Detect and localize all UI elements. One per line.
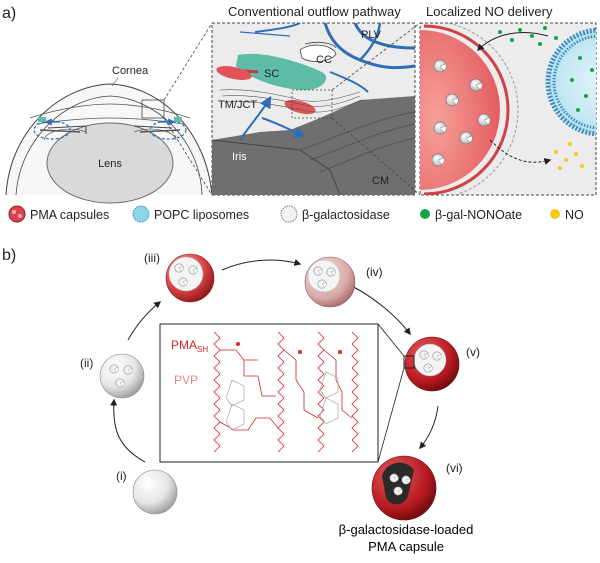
panel-a-label: a) <box>2 5 16 22</box>
step-iii-label: (iii) <box>144 251 160 265</box>
outflow-pathway-inset: Conventional outflow pathway PLV CC SC T… <box>211 4 421 196</box>
step-iv-label: (iv) <box>366 265 383 279</box>
step-vi-capsule: (vi) <box>371 455 463 521</box>
step-vi-label: (vi) <box>446 461 463 475</box>
step-ii-capsule: (ii) <box>80 353 145 399</box>
svg-text:NO: NO <box>565 208 584 222</box>
cm-label: CM <box>372 175 389 187</box>
cc-label: CC <box>316 54 332 66</box>
panel-b-label: b) <box>2 247 16 264</box>
tm-jct-label: TM/JCT <box>218 99 257 111</box>
plv-label: PLV <box>361 29 382 41</box>
step-i-capsule: (i) <box>116 469 178 515</box>
svg-text:POPC liposomes: POPC liposomes <box>154 208 249 222</box>
legend-item-pma-capsules: PMA capsules <box>8 205 109 223</box>
legend-item-no: NO <box>550 208 584 222</box>
cornea-label: Cornea <box>112 65 149 77</box>
step-i-label: (i) <box>116 469 127 483</box>
legend-item-beta-galactosidase: β-galactosidase <box>280 205 390 223</box>
svg-text:β-gal-NONOate: β-gal-NONOate <box>435 208 522 222</box>
iris-label: Iris <box>232 151 247 163</box>
lens <box>46 122 174 204</box>
pvp-chains <box>225 371 339 431</box>
caption-line-1: β-galactosidase-loaded <box>339 522 474 537</box>
pma-label: PMASH <box>171 338 208 354</box>
liposome <box>545 27 596 137</box>
step-iii-capsule: (iii) <box>144 251 215 303</box>
outflow-title: Conventional outflow pathway <box>228 4 401 19</box>
delivery-title: Localized NO delivery <box>426 4 553 19</box>
svg-text:β-galactosidase: β-galactosidase <box>302 208 390 222</box>
lens-label: Lens <box>98 158 122 170</box>
svg-text:PMA capsules: PMA capsules <box>30 208 109 222</box>
legend-item-popc-liposomes: POPC liposomes <box>132 205 249 223</box>
polymer-chains <box>213 331 359 453</box>
step-ii-label: (ii) <box>80 356 93 370</box>
step-v-capsule: (v) <box>403 336 480 392</box>
legend: PMA capsules POPC liposomes β-galactosid… <box>8 205 584 223</box>
step-iv-capsule: (iv) <box>304 256 383 308</box>
no-delivery-inset: Localized NO delivery <box>419 4 597 196</box>
polymer-inset: PMASH PVP <box>159 323 379 463</box>
sc-label: SC <box>264 68 279 80</box>
eye-diagram: Cornea Lens <box>5 22 213 204</box>
caption-line-2: PMA capsule <box>368 539 444 554</box>
legend-item-beta-gal-nonoate: β-gal-NONOate <box>420 208 522 222</box>
pvp-label: PVP <box>174 373 198 387</box>
cycle-arrows <box>110 259 439 463</box>
step-v-label: (v) <box>466 345 480 359</box>
